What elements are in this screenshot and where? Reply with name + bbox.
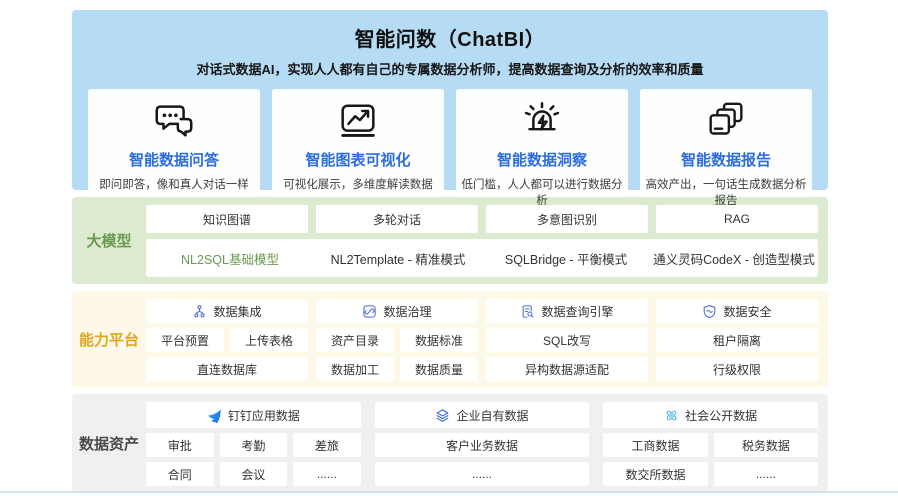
bottom-divider bbox=[0, 491, 898, 493]
feature-desc: 低门槛，人人都可以进行数据分析 bbox=[461, 179, 623, 207]
platform-pillars-row: 数据集成 数据治理 bbox=[146, 299, 818, 323]
layers-icon bbox=[435, 408, 450, 423]
feature-title: 智能数据洞察 bbox=[496, 152, 587, 169]
asset-row: 数交所数据 ...... bbox=[603, 462, 818, 486]
diagram-wrap: 智能问数（ChatBI） 对话式数据AI，实现人人都有自己的专属数据分析师，提高… bbox=[72, 10, 828, 492]
platform-item: 平台预置 bbox=[146, 328, 224, 352]
platform-pillar-integration: 数据集成 bbox=[146, 299, 308, 323]
platform-pillar-query-engine: 数据查询引擎 bbox=[486, 299, 648, 323]
model-mode-nl2sql: NL2SQL基础模型 bbox=[181, 252, 279, 267]
pillar-label: 数据集成 bbox=[213, 304, 262, 319]
branch-icon bbox=[192, 304, 207, 319]
feature-title: 智能图表可视化 bbox=[305, 152, 411, 169]
asset-row: 审批 考勤 差旅 bbox=[146, 433, 361, 457]
feature-desc: 高效产出，一句话生成数据分析报告 bbox=[645, 179, 807, 207]
asset-item: 合同 bbox=[146, 462, 214, 486]
asset-row: 合同 会议 ...... bbox=[146, 462, 361, 486]
platform-band: 能力平台 数据集成 bbox=[72, 291, 828, 387]
header-band: 智能问数（ChatBI） 对话式数据AI，实现人人都有自己的专属数据分析师，提高… bbox=[72, 10, 828, 207]
shield-wave-icon bbox=[702, 304, 717, 319]
asset-item: 审批 bbox=[146, 433, 214, 457]
asset-row: 工商数据 税务数据 bbox=[603, 433, 818, 457]
pillar-label: 数据治理 bbox=[383, 304, 432, 319]
pillar-label: 数据查询引擎 bbox=[541, 304, 614, 319]
platform-pillar-governance: 数据治理 bbox=[316, 299, 478, 323]
asset-item: 税务数据 bbox=[713, 433, 818, 457]
model-capability: RAG bbox=[656, 205, 818, 233]
pillar-label: 数据安全 bbox=[723, 304, 772, 319]
asset-item: ...... bbox=[713, 462, 818, 486]
asset-group-title: 企业自有数据 bbox=[456, 408, 529, 423]
feature-card-qa: 智能数据问答 即问即答，像和真人对话一样 bbox=[88, 89, 260, 193]
platform-item: 异构数据源适配 bbox=[486, 357, 648, 381]
atom-icon bbox=[664, 408, 679, 423]
asset-group-public: 社会公开数据 工商数据 税务数据 数交所数据 ...... bbox=[603, 402, 818, 486]
feature-card-report: 智能数据报告 高效产出，一句话生成数据分析报告 bbox=[640, 89, 812, 207]
doc-search-icon bbox=[520, 304, 535, 319]
asset-item: 客户业务数据 bbox=[374, 433, 590, 457]
assets-content: 钉钉应用数据 审批 考勤 差旅 合同 会议 ...... bbox=[146, 394, 828, 492]
asset-item: 差旅 bbox=[293, 433, 361, 457]
model-band: 大模型 知识图谱 多轮对话 多意图识别 RAG NL2SQL基础模型 NL2Te… bbox=[72, 197, 828, 284]
asset-group-header: 钉钉应用数据 bbox=[146, 402, 361, 428]
asset-item: 考勤 bbox=[219, 433, 288, 457]
siren-icon bbox=[456, 98, 628, 145]
assets-band: 数据资产 钉钉应用数据 bbox=[72, 394, 828, 492]
platform-cell: 数据加工 数据质量 bbox=[316, 357, 478, 381]
platform-item: 数据加工 bbox=[316, 357, 394, 381]
asset-group-title: 钉钉应用数据 bbox=[227, 408, 300, 423]
trend-chart-icon bbox=[272, 98, 444, 145]
model-capability: 多意图识别 bbox=[486, 205, 648, 233]
platform-item: 行级权限 bbox=[656, 357, 818, 381]
feature-title: 智能数据报告 bbox=[680, 152, 771, 169]
section-label-platform: 能力平台 bbox=[78, 331, 139, 349]
asset-group-header: 企业自有数据 bbox=[374, 402, 590, 428]
platform-item: 直连数据库 bbox=[146, 357, 308, 381]
platform-item: 上传表格 bbox=[230, 328, 308, 352]
feature-card-insight: 智能数据洞察 低门槛，人人都可以进行数据分析 bbox=[456, 89, 628, 207]
asset-group-title: 社会公开数据 bbox=[685, 408, 758, 423]
chat-bubbles-icon bbox=[88, 98, 260, 145]
feature-title: 智能数据问答 bbox=[128, 152, 219, 169]
asset-group-dingtalk: 钉钉应用数据 审批 考勤 差旅 合同 会议 ...... bbox=[146, 402, 361, 486]
page-subtitle: 对话式数据AI，实现人人都有自己的专属数据分析师，提高数据查询及分析的效率和质量 bbox=[196, 62, 704, 77]
page-title: 智能问数（ChatBI） bbox=[354, 29, 546, 51]
platform-row-3: 直连数据库 数据加工 数据质量 异构数据源适配 行级权限 bbox=[146, 357, 818, 381]
platform-row-2: 平台预置 上传表格 资产目录 数据标准 SQL改写 租户隔离 bbox=[146, 328, 818, 352]
model-mode-codex: 通义灵码CodeX - 创造型模式 bbox=[653, 252, 815, 267]
platform-content: 数据集成 数据治理 bbox=[146, 291, 828, 387]
model-capabilities-row: 知识图谱 多轮对话 多意图识别 RAG bbox=[146, 205, 818, 233]
asset-item: 会议 bbox=[219, 462, 288, 486]
platform-cell: 平台预置 上传表格 bbox=[146, 328, 308, 352]
platform-item: SQL改写 bbox=[486, 328, 648, 352]
platform-pillar-security: 数据安全 bbox=[656, 299, 818, 323]
model-capability: 多轮对话 bbox=[316, 205, 478, 233]
feature-card-visualization: 智能图表可视化 可视化展示，多维度解读数据 bbox=[272, 89, 444, 193]
platform-item: 数据标准 bbox=[400, 328, 478, 352]
feature-cards: 智能数据问答 即问即答，像和真人对话一样 智能图表可视化 可视化展示，多维度解读… bbox=[72, 89, 828, 207]
model-mode-sqlbridge: SQLBridge - 平衡模式 bbox=[504, 252, 628, 267]
platform-cell: 资产目录 数据标准 bbox=[316, 328, 478, 352]
section-label-model: 大模型 bbox=[86, 233, 132, 250]
feature-desc: 即问即答，像和真人对话一样 bbox=[99, 179, 249, 191]
section-label-assets: 数据资产 bbox=[78, 435, 139, 453]
feature-desc: 可视化展示，多维度解读数据 bbox=[283, 179, 433, 191]
link-box-icon bbox=[362, 304, 377, 319]
asset-item: ...... bbox=[293, 462, 361, 486]
model-mode-nl2template: NL2Template - 精准模式 bbox=[330, 252, 466, 267]
asset-item: 数交所数据 bbox=[603, 462, 708, 486]
platform-item: 资产目录 bbox=[316, 328, 394, 352]
asset-group-enterprise: 企业自有数据 客户业务数据 ...... bbox=[374, 402, 590, 486]
model-content: 知识图谱 多轮对话 多意图识别 RAG NL2SQL基础模型 NL2Templa… bbox=[146, 197, 828, 284]
asset-item: 工商数据 bbox=[603, 433, 708, 457]
dingtalk-icon bbox=[207, 408, 222, 423]
asset-group-header: 社会公开数据 bbox=[603, 402, 818, 428]
model-capability: 知识图谱 bbox=[146, 205, 308, 233]
asset-item: ...... bbox=[374, 462, 590, 486]
report-stack-icon bbox=[640, 98, 812, 145]
model-modes-bar: NL2SQL基础模型 NL2Template - 精准模式 SQLBridge … bbox=[146, 239, 818, 277]
platform-item: 租户隔离 bbox=[656, 328, 818, 352]
platform-item: 数据质量 bbox=[400, 357, 478, 381]
